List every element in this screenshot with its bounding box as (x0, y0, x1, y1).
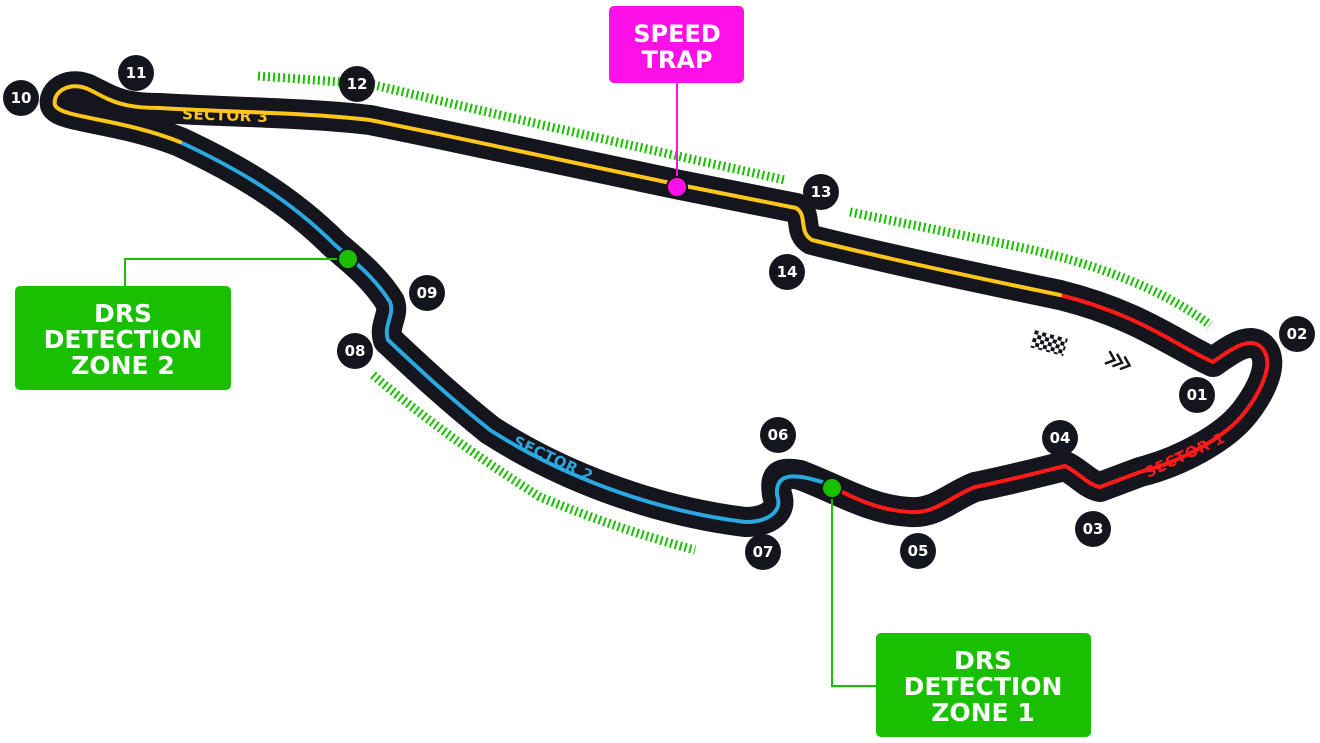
corner-marker-06: 06 (760, 417, 796, 453)
svg-text:10: 10 (11, 89, 32, 107)
speed-trap: SPEED TRAP (609, 6, 744, 198)
sector-2-line (178, 140, 824, 524)
sector-3-line (52, 84, 1062, 297)
drs-zones (257, 71, 1213, 555)
drs-detection-zone-2-line2: DETECTION (44, 325, 203, 354)
drs-detection-zone-1: DRS DETECTION ZONE 1 (821, 477, 1091, 737)
drs-zone-sector-2 (370, 371, 697, 555)
svg-text:14: 14 (777, 263, 798, 281)
corner-marker-04: 04 (1042, 420, 1078, 456)
drs-detection-zone-1-box (876, 633, 1091, 737)
corner-marker-14: 14 (769, 254, 805, 290)
svg-text:02: 02 (1287, 325, 1308, 343)
speed-trap-line1: SPEED (633, 20, 721, 48)
sector-3-label: SECTOR 3 (182, 105, 269, 126)
corner-marker-05: 05 (900, 533, 936, 569)
drs-detection-zone-1-marker (821, 477, 843, 499)
chequered-flag-icon (1030, 330, 1068, 357)
corner-marker-09: 09 (409, 275, 445, 311)
svg-text:13: 13 (811, 183, 832, 201)
speed-trap-line2: TRAP (641, 46, 712, 74)
corner-marker-11: 11 (118, 55, 154, 91)
corner-marker-08: 08 (337, 333, 373, 369)
drs-detection-zone-2: DRS DETECTION ZONE 2 (15, 248, 359, 390)
svg-text:12: 12 (347, 75, 368, 93)
drs-detection-zone-2-line1: DRS (94, 299, 152, 328)
speed-trap-box (609, 6, 744, 83)
drs-zone-main-straight (849, 207, 1213, 329)
drs-detection-zone-2-marker (337, 248, 359, 270)
drs-detection-zone-1-line1: DRS (954, 646, 1012, 675)
drs-detection-zone-1-line2: DETECTION (904, 672, 1063, 701)
svg-text:01: 01 (1187, 386, 1208, 404)
drs-detection-zone-1-line3: ZONE 1 (931, 698, 1034, 727)
direction-chevrons-icon (1104, 350, 1132, 370)
drs-zone-back-straight (257, 71, 786, 185)
speed-trap-marker (666, 176, 688, 198)
drs-detection-zone-2-box (15, 286, 231, 390)
sector-1-line (820, 293, 1270, 515)
corner-marker-07: 07 (745, 534, 781, 570)
corner-marker-10: 10 (3, 80, 39, 116)
svg-text:05: 05 (908, 542, 929, 560)
svg-text:06: 06 (768, 426, 789, 444)
drs-detection-zone-2-line3: ZONE 2 (71, 351, 174, 380)
svg-text:04: 04 (1050, 429, 1071, 447)
svg-text:07: 07 (753, 543, 774, 561)
corner-marker-12: 12 (339, 66, 375, 102)
corner-marker-03: 03 (1075, 511, 1111, 547)
svg-text:09: 09 (417, 284, 438, 302)
corner-markers: 01 02 03 04 05 06 07 08 09 10 11 12 13 1… (3, 55, 1315, 570)
svg-text:08: 08 (345, 342, 366, 360)
corner-marker-02: 02 (1279, 316, 1315, 352)
svg-text:11: 11 (126, 64, 147, 82)
svg-text:03: 03 (1083, 520, 1104, 538)
corner-marker-01: 01 (1179, 377, 1215, 413)
corner-marker-13: 13 (803, 174, 839, 210)
